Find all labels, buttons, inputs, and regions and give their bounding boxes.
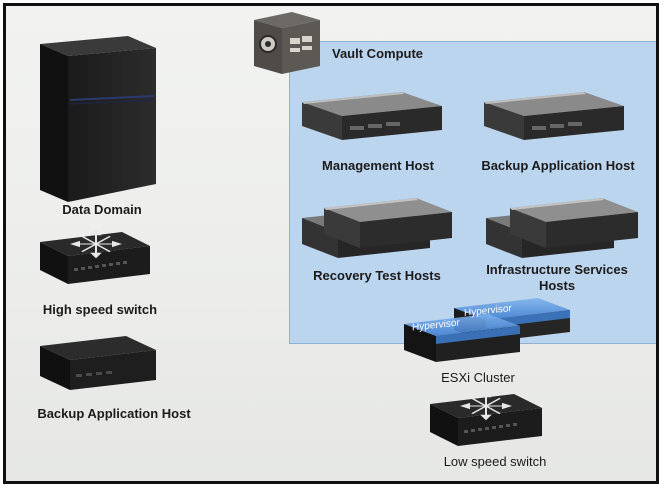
hypervisor-stack-icon: Hypervisor Hypervisor: [398, 294, 576, 366]
network-switch-icon: [34, 228, 154, 290]
management-host-label: Management Host: [322, 158, 434, 173]
backup-app-host-vault-label: Backup Application Host: [481, 158, 635, 173]
esxi-cluster-label: ESXi Cluster: [441, 370, 515, 385]
diagram-frame: Data Domain High spee: [3, 3, 659, 484]
network-switch-icon: [424, 390, 548, 452]
appliance-icon: [34, 332, 162, 396]
hypervisor-label-front: Hypervisor: [412, 317, 460, 333]
high-speed-switch-label: High speed switch: [42, 302, 158, 317]
recovery-test-hosts-label: Recovery Test Hosts: [313, 268, 441, 283]
rack-server-icon: [298, 88, 446, 148]
data-domain-label: Data Domain: [62, 202, 142, 217]
storage-tower-icon: [36, 34, 158, 204]
low-speed-switch-label: Low speed switch: [443, 454, 547, 469]
infrastructure-services-label-line1: Infrastructure Services: [486, 262, 628, 277]
safe-vault-icon: [250, 10, 324, 76]
hypervisor-label-back: Hypervisor: [464, 303, 512, 319]
infrastructure-services-label-line2: Hosts: [538, 278, 576, 293]
rack-server-group-icon: [298, 194, 458, 270]
backup-app-host-left-label: Backup Application Host: [37, 406, 191, 421]
rack-server-icon: [480, 88, 628, 148]
vault-compute-area: [289, 41, 656, 344]
rack-server-group-icon: [482, 194, 644, 270]
vault-compute-label: Vault Compute: [332, 46, 424, 61]
